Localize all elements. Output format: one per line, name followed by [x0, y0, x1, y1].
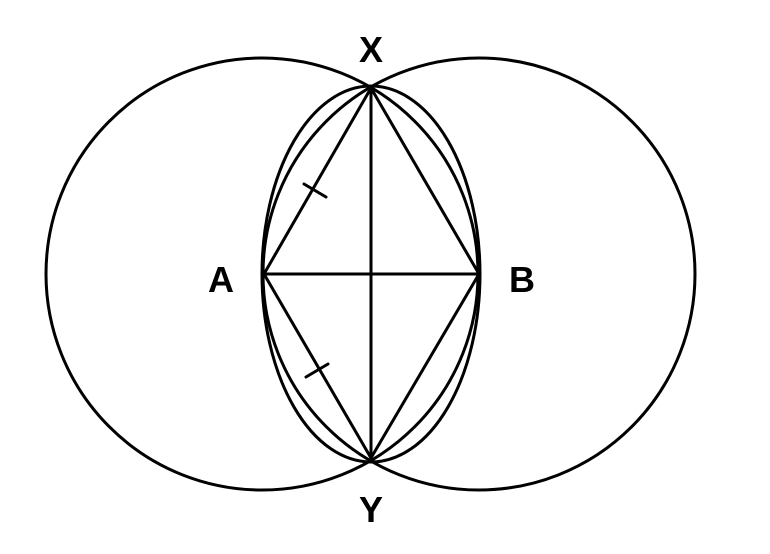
tick-mark-ya — [304, 362, 330, 379]
segment-xb — [369, 86, 481, 276]
label-point-a: A — [208, 259, 234, 300]
label-point-b: B — [509, 259, 535, 300]
segment-xa — [262, 86, 373, 276]
segment-yb — [369, 272, 481, 460]
segment-ya — [262, 272, 373, 460]
tick-mark-xa — [302, 182, 328, 199]
label-point-x: X — [359, 29, 383, 70]
label-point-y: Y — [359, 489, 383, 530]
